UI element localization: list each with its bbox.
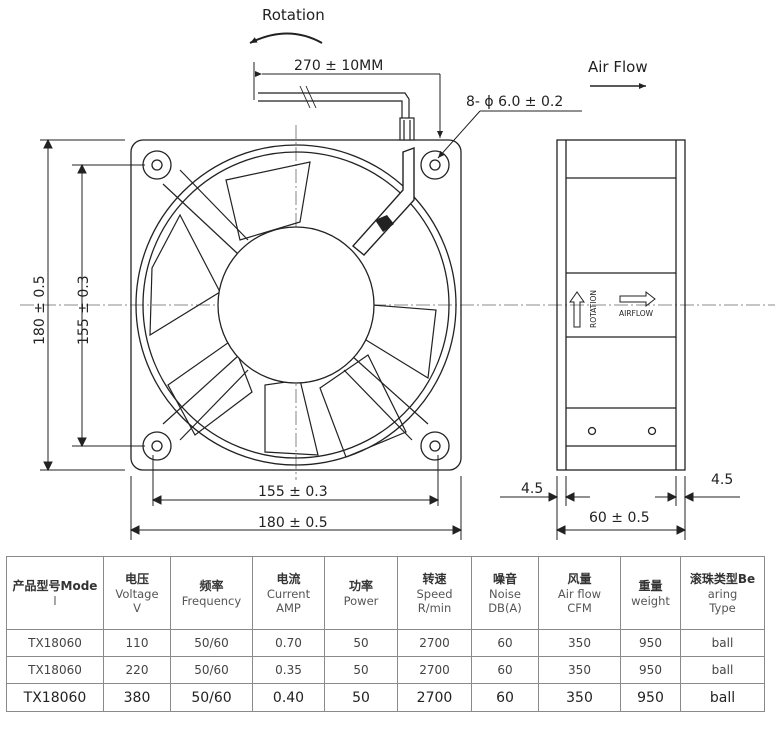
table-row: TX18060 220 50/60 0.35 50 2700 60 350 95… [6, 656, 765, 684]
cell-weight: 950 [620, 656, 681, 684]
cell-current: 0.40 [252, 683, 325, 712]
cell-speed: 2700 [397, 629, 472, 657]
cell-power: 50 [324, 683, 398, 712]
cell-voltage: 380 [103, 683, 171, 712]
cell-bearing-type: ball [680, 629, 765, 657]
rotation-label: Rotation [262, 6, 325, 24]
cell-voltage: 220 [103, 656, 171, 684]
width-inner-value: 155 ± 0.3 [258, 484, 328, 500]
side-dimensions [500, 476, 740, 540]
cell-frequency: 50/60 [170, 629, 253, 657]
lead-length-value: 270 ± 10MM [294, 58, 383, 74]
mounting-holes [142, 150, 450, 461]
fan-drawing: Rotation 270 ± 10MM 8- ϕ 6.0 ± 0.2 Air F… [20, 6, 775, 540]
height-inner-value: 155 ± 0.3 [76, 275, 92, 345]
cell-noise: 60 [471, 683, 539, 712]
side-flange-left-value: 4.5 [521, 481, 543, 497]
table-row: TX18060 380 50/60 0.40 50 2700 60 350 95… [6, 683, 765, 712]
cell-current: 0.35 [252, 656, 325, 684]
side-flange-right-value: 4.5 [711, 472, 733, 488]
mount-hole-spec: 8- ϕ 6.0 ± 0.2 [466, 94, 563, 110]
cell-airflow: 350 [538, 683, 621, 712]
lead-wires [258, 85, 415, 256]
cell-airflow: 350 [538, 656, 621, 684]
width-dimensions [129, 455, 463, 540]
lead-length-dimension [253, 62, 443, 138]
cell-power: 50 [324, 656, 398, 684]
cell-frequency: 50/60 [170, 683, 253, 712]
fan-side-view [556, 139, 686, 471]
width-outer-value: 180 ± 0.5 [258, 515, 328, 531]
cell-bearing-type: ball [680, 656, 765, 684]
cell-noise: 60 [471, 656, 539, 684]
cell-noise: 60 [471, 629, 539, 657]
rotation-arrow [249, 32, 323, 44]
fan-hub [217, 226, 375, 384]
cell-weight: 950 [620, 629, 681, 657]
cell-weight: 950 [620, 683, 681, 712]
cell-power: 50 [324, 629, 398, 657]
cell-bearing-type: ball [680, 683, 765, 712]
airflow-label: Air Flow [588, 58, 648, 76]
cell-model: TX18060 [6, 656, 104, 684]
cell-model: TX18060 [6, 683, 104, 712]
side-rotation-text: ROTATION [589, 290, 598, 328]
fan-front-view [130, 139, 462, 471]
cell-speed: 2700 [397, 656, 472, 684]
height-outer-value: 180 ± 0.5 [32, 275, 48, 345]
cell-model: TX18060 [6, 629, 104, 657]
table-row: TX18060 110 50/60 0.70 50 2700 60 350 95… [6, 629, 765, 657]
cell-current: 0.70 [252, 629, 325, 657]
hole-callout-leader [437, 110, 582, 159]
side-airflow-text: AIRFLOW [619, 309, 654, 318]
cell-speed: 2700 [397, 683, 472, 712]
cell-airflow: 350 [538, 629, 621, 657]
side-depth-value: 60 ± 0.5 [589, 510, 650, 526]
height-dimensions [40, 138, 145, 472]
cell-frequency: 50/60 [170, 656, 253, 684]
cell-voltage: 110 [103, 629, 171, 657]
